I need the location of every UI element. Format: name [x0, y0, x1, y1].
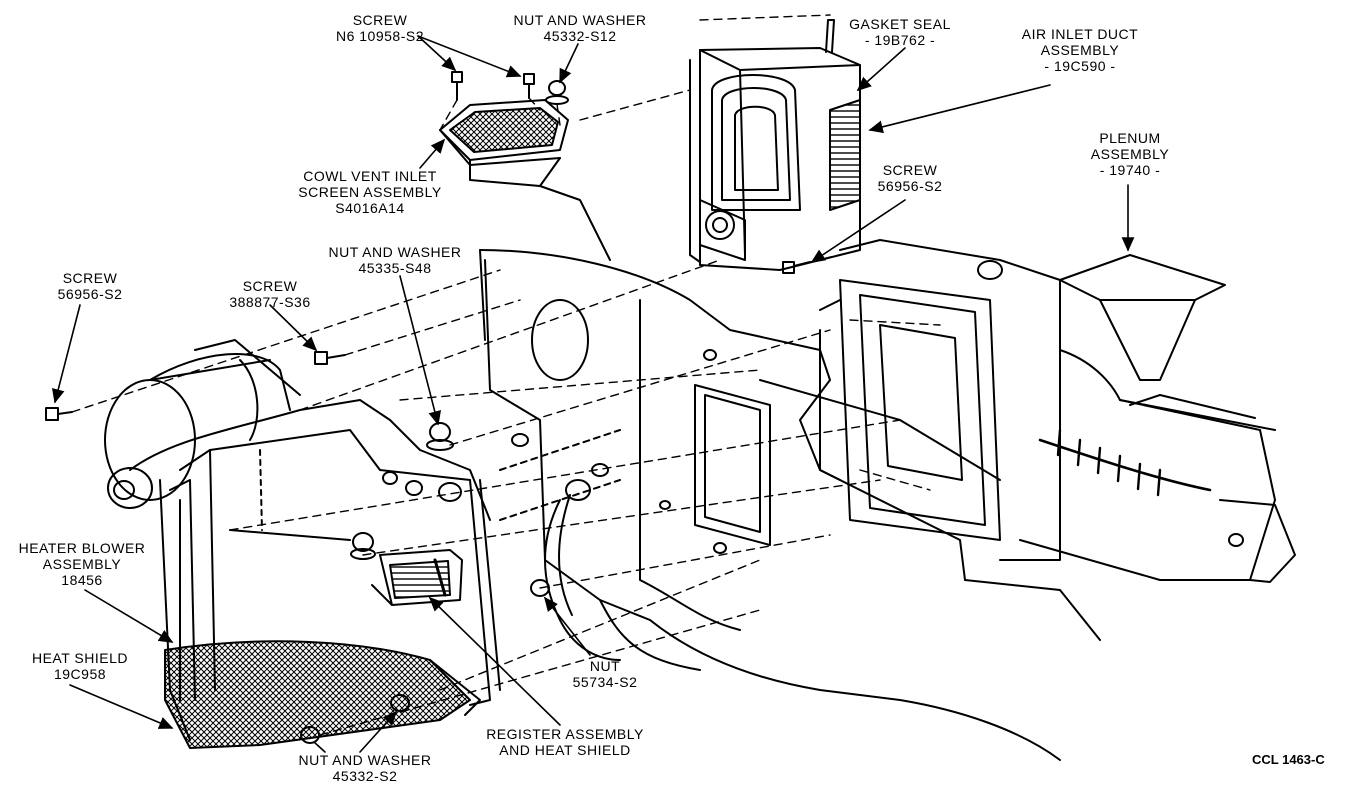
- callout-name: NUT AND WASHER: [298, 752, 432, 768]
- callout-cowl-vent: COWL VENT INLET SCREEN ASSEMBLY S4016A14: [280, 168, 460, 216]
- callout-screw-n6: SCREW N6 10958-S2: [300, 12, 460, 44]
- callout-name-line1: REGISTER ASSEMBLY: [486, 726, 644, 742]
- callout-name-line1: AIR INLET DUCT: [1021, 26, 1139, 42]
- register-assembly-heat-shield: [371, 549, 463, 606]
- callout-part-number: 388877-S36: [229, 294, 311, 310]
- callout-part-number: S4016A14: [335, 200, 405, 216]
- callout-register: REGISTER ASSEMBLY AND HEAT SHIELD: [465, 726, 665, 758]
- callout-part-number: 56956-S2: [877, 178, 943, 194]
- callout-name: SCREW: [352, 12, 408, 28]
- callout-part-number: 45335-S48: [358, 260, 432, 276]
- callout-name-line2: SCREEN ASSEMBLY: [298, 184, 442, 200]
- callout-name: SCREW: [62, 270, 118, 286]
- callout-heater-blower: HEATER BLOWER ASSEMBLY 18456: [2, 540, 162, 588]
- callout-nut-washer-mid: NUT AND WASHER 45335-S48: [305, 244, 485, 276]
- heat-shield: [164, 640, 481, 749]
- screw-388877-icon: [314, 351, 346, 365]
- callout-name-line2: ASSEMBLY: [1090, 146, 1170, 162]
- callout-part-number: 45332-S12: [543, 28, 617, 44]
- cowl-vent-inlet-screen: [439, 99, 611, 261]
- callout-name-line2: ASSEMBLY: [42, 556, 122, 572]
- callout-part-number: 18456: [61, 572, 103, 588]
- air-inlet-duct-assembly: [689, 19, 861, 271]
- nut-top-icon: [545, 80, 569, 105]
- nut-register-icon: [350, 532, 376, 560]
- fasteners: [45, 71, 811, 744]
- screw-left-icon: [45, 407, 73, 421]
- callout-heat-shield: HEAT SHIELD 19C958: [10, 650, 150, 682]
- callout-air-inlet-duct: AIR INLET DUCT ASSEMBLY - 19C590 -: [995, 26, 1165, 74]
- callout-name: NUT AND WASHER: [513, 12, 647, 28]
- leader-lines: [51, 35, 1135, 753]
- callout-screw-388877: SCREW 388877-S36: [215, 278, 325, 310]
- screw-top-left-icon: [451, 71, 463, 101]
- callout-nut-55734: NUT 55734-S2: [555, 658, 655, 690]
- callout-nut-washer-bottom: NUT AND WASHER 45332-S2: [280, 752, 450, 784]
- callout-name: NUT AND WASHER: [328, 244, 462, 260]
- callout-name: SCREW: [882, 162, 938, 178]
- plenum-assembly: [819, 239, 1296, 583]
- nut-washer-bottom-left-icon: [300, 726, 320, 744]
- nut-55734-icon: [530, 579, 550, 597]
- cowl-panel: [479, 249, 1101, 761]
- callout-name-line1: COWL VENT INLET: [303, 168, 437, 184]
- callout-gasket-seal: GASKET SEAL - 19B762 -: [830, 16, 970, 48]
- callout-name: SCREW: [242, 278, 298, 294]
- alignment-lines: [71, 14, 941, 736]
- callout-name: NUT: [589, 658, 621, 674]
- callout-name-line2: AND HEAT SHIELD: [499, 742, 631, 758]
- callout-name-line2: ASSEMBLY: [1040, 42, 1120, 58]
- callout-name-line1: HEATER BLOWER: [18, 540, 146, 556]
- callout-nut-washer-top: NUT AND WASHER 45332-S12: [495, 12, 665, 44]
- callout-part-number: - 19740 -: [1099, 162, 1161, 178]
- callout-part-number: 56956-S2: [57, 286, 123, 302]
- callout-name: HEAT SHIELD: [31, 650, 128, 666]
- callout-part-number: 19C958: [53, 666, 107, 682]
- callout-part-number: N6 10958-S2: [335, 28, 424, 44]
- nut-washer-mid-icon: [426, 422, 454, 451]
- callout-name-line1: PLENUM: [1099, 130, 1161, 146]
- figure-reference-code: CCL 1463-C: [1252, 752, 1325, 767]
- screw-top-mid-icon: [523, 73, 535, 99]
- nut-washer-bottom-mid-icon: [390, 694, 410, 712]
- callout-part-number: - 19C590 -: [1044, 58, 1116, 74]
- callout-part-number: 55734-S2: [572, 674, 638, 690]
- callout-name: GASKET SEAL: [849, 16, 951, 32]
- screw-right-icon: [782, 261, 811, 274]
- callout-screw-right: SCREW 56956-S2: [860, 162, 960, 194]
- callout-plenum: PLENUM ASSEMBLY - 19740 -: [1070, 130, 1190, 178]
- callout-screw-left: SCREW 56956-S2: [40, 270, 140, 302]
- callout-part-number: 45332-S2: [332, 768, 398, 784]
- callout-part-number: - 19B762 -: [864, 32, 936, 48]
